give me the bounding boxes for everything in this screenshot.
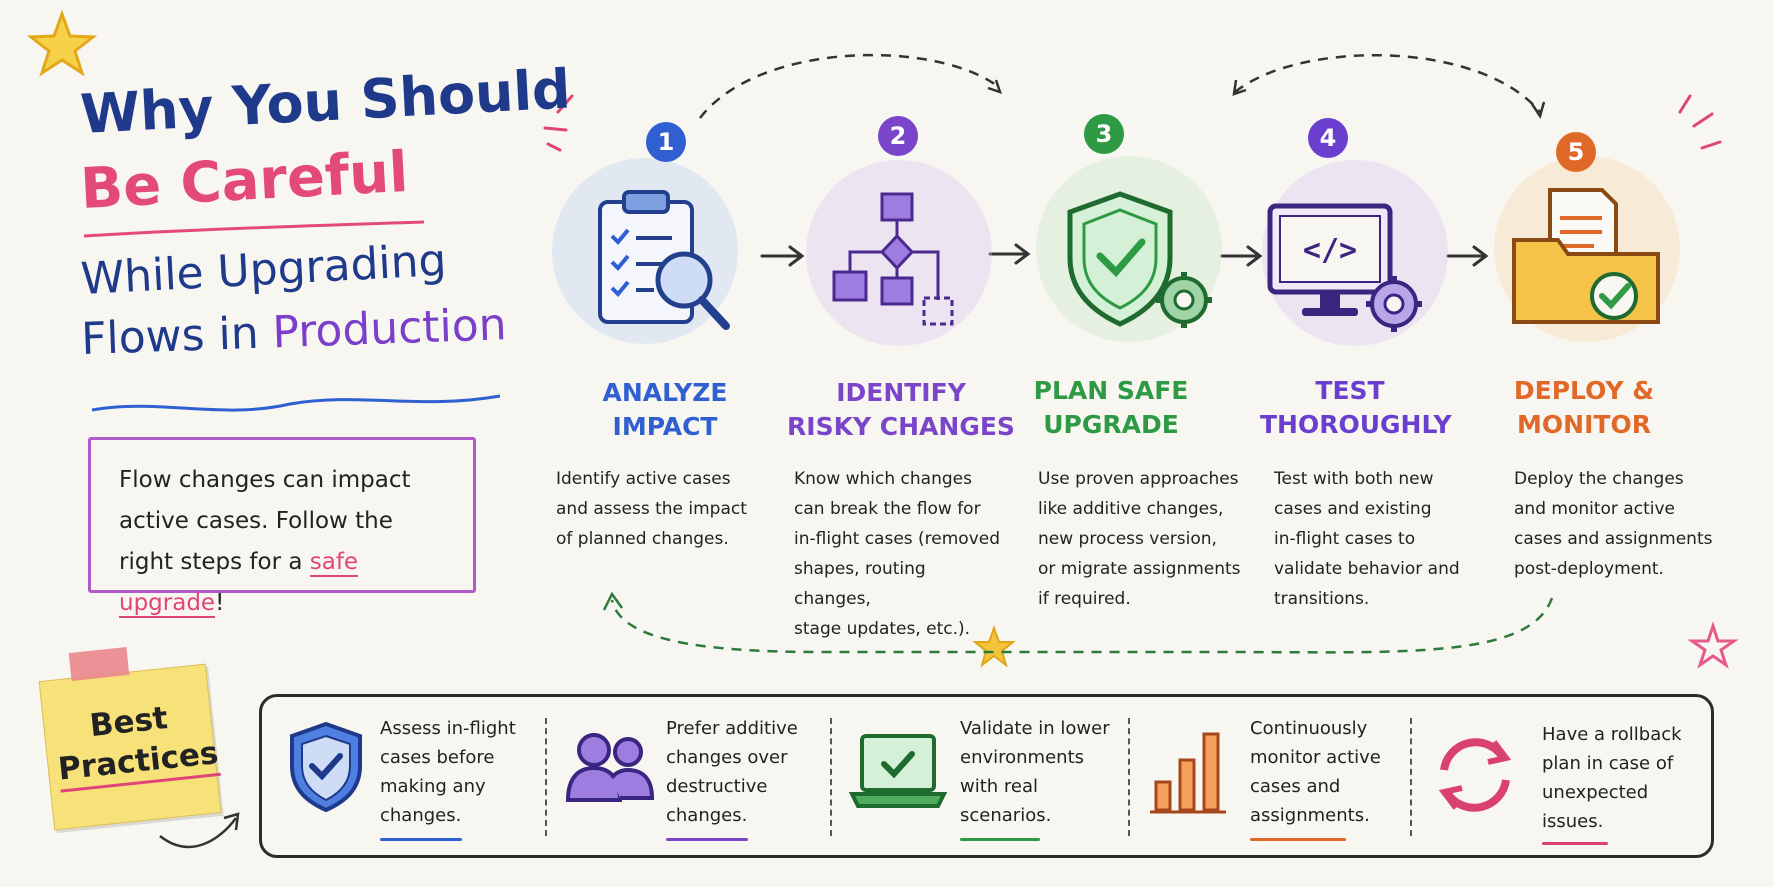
flowchart-icon bbox=[832, 192, 954, 326]
best-practice-5-text: Have a rollback plan in case of unexpect… bbox=[1542, 724, 1682, 832]
best-practice-3-text: Validate in lower environments with real… bbox=[960, 718, 1110, 826]
title-line-4-accent: Production bbox=[271, 299, 508, 359]
best-practice-2-text: Prefer additive changes over destructive… bbox=[666, 718, 798, 826]
step-2-title-line2: RISKY CHANGES bbox=[787, 412, 1015, 441]
star-icon bbox=[1687, 621, 1739, 669]
intro-text: Flow changes can impact active cases. Fo… bbox=[119, 467, 411, 575]
step-2-description: Know which changes can break the flow fo… bbox=[794, 469, 1001, 639]
rollback-icon bbox=[1438, 738, 1512, 812]
title-line-4-part1: Flows in bbox=[80, 307, 274, 365]
star-icon bbox=[26, 9, 98, 77]
bar-chart-icon bbox=[1150, 732, 1226, 814]
flow-arc bbox=[699, 53, 1001, 119]
step-5-description: Deploy the changes and monitor active ca… bbox=[1514, 469, 1713, 579]
step-arrows bbox=[760, 243, 1489, 267]
loop-back-arc bbox=[610, 597, 1554, 654]
best-practice-4-text: Continuously monitor active cases and as… bbox=[1250, 718, 1381, 826]
clipboard-magnifier-icon bbox=[598, 190, 730, 330]
separator bbox=[1410, 718, 1412, 836]
flow-arc bbox=[1232, 79, 1247, 96]
best-practice-1-underline bbox=[380, 838, 462, 841]
best-practices-box bbox=[259, 694, 1714, 858]
laptop-check-icon bbox=[848, 734, 948, 808]
title-underline bbox=[91, 394, 501, 412]
step-5-number: 5 bbox=[1556, 132, 1596, 172]
sparkle-icon bbox=[543, 94, 1722, 152]
flow-arc bbox=[987, 79, 1002, 94]
step-4-number: 4 bbox=[1308, 118, 1348, 158]
best-practice-5-underline bbox=[1542, 842, 1608, 845]
step-3-number: 3 bbox=[1084, 114, 1124, 154]
separator bbox=[545, 718, 547, 836]
best-practice-2-underline bbox=[666, 838, 748, 841]
step-5-title: DEPLOY & MONITOR bbox=[1502, 374, 1666, 442]
separator bbox=[1128, 718, 1130, 836]
users-icon bbox=[565, 733, 655, 802]
intro-text-end: ! bbox=[215, 590, 225, 616]
step-2-number: 2 bbox=[878, 116, 918, 156]
note-arrow bbox=[159, 817, 238, 848]
step-3-title: PLAN SAFE UPGRADE bbox=[1016, 374, 1206, 442]
step-2-title-line1: IDENTIFY bbox=[836, 378, 966, 407]
step-3-title-line2: UPGRADE bbox=[1043, 410, 1179, 439]
title-line-2: Be Careful bbox=[78, 139, 410, 222]
flow-arc bbox=[1530, 101, 1546, 119]
step-5-title-line1: DEPLOY & bbox=[1513, 376, 1655, 405]
intro-box: Flow changes can impact active cases. Fo… bbox=[88, 437, 476, 618]
separator bbox=[830, 718, 832, 836]
best-practice-1-text: Assess in-flight cases before making any… bbox=[380, 718, 516, 826]
step-3-title-line1: PLAN SAFE bbox=[1033, 376, 1189, 405]
star-icon bbox=[972, 625, 1016, 668]
svg-text:</>: </> bbox=[1303, 233, 1357, 268]
step-4-title-line1: TEST bbox=[1315, 376, 1385, 405]
step-1-title-line2: IMPACT bbox=[612, 412, 718, 441]
intro-highlight: safe upgrade bbox=[119, 549, 359, 618]
monitor-code-icon: </> bbox=[1267, 203, 1422, 332]
step-4-description: Test with both new cases and existing in… bbox=[1274, 469, 1460, 609]
shield-gear-icon bbox=[1067, 191, 1212, 328]
step-1-description: Identify active cases and assess the imp… bbox=[556, 469, 747, 549]
flow-arc bbox=[1234, 53, 1541, 113]
step-4-title: TEST THOROUGHLY bbox=[1260, 374, 1452, 442]
title-underline bbox=[83, 220, 425, 238]
loop-back-arc bbox=[602, 591, 624, 611]
best-practice-4-underline bbox=[1250, 838, 1346, 841]
best-practice-3-underline bbox=[960, 838, 1040, 841]
step-1-number: 1 bbox=[646, 122, 686, 162]
step-1-title: ANALYZE IMPACT bbox=[560, 376, 770, 444]
folder-check-icon bbox=[1512, 188, 1660, 324]
step-3-description: Use proven approaches like additive chan… bbox=[1038, 469, 1241, 609]
step-4-title-line2: THOROUGHLY bbox=[1260, 410, 1452, 439]
note-arrow bbox=[223, 812, 240, 831]
step-2-title: IDENTIFY RISKY CHANGES bbox=[786, 376, 1016, 444]
step-5-title-line2: MONITOR bbox=[1517, 410, 1651, 439]
shield-check-icon bbox=[290, 721, 362, 812]
step-1-title-line1: ANALYZE bbox=[602, 378, 728, 407]
